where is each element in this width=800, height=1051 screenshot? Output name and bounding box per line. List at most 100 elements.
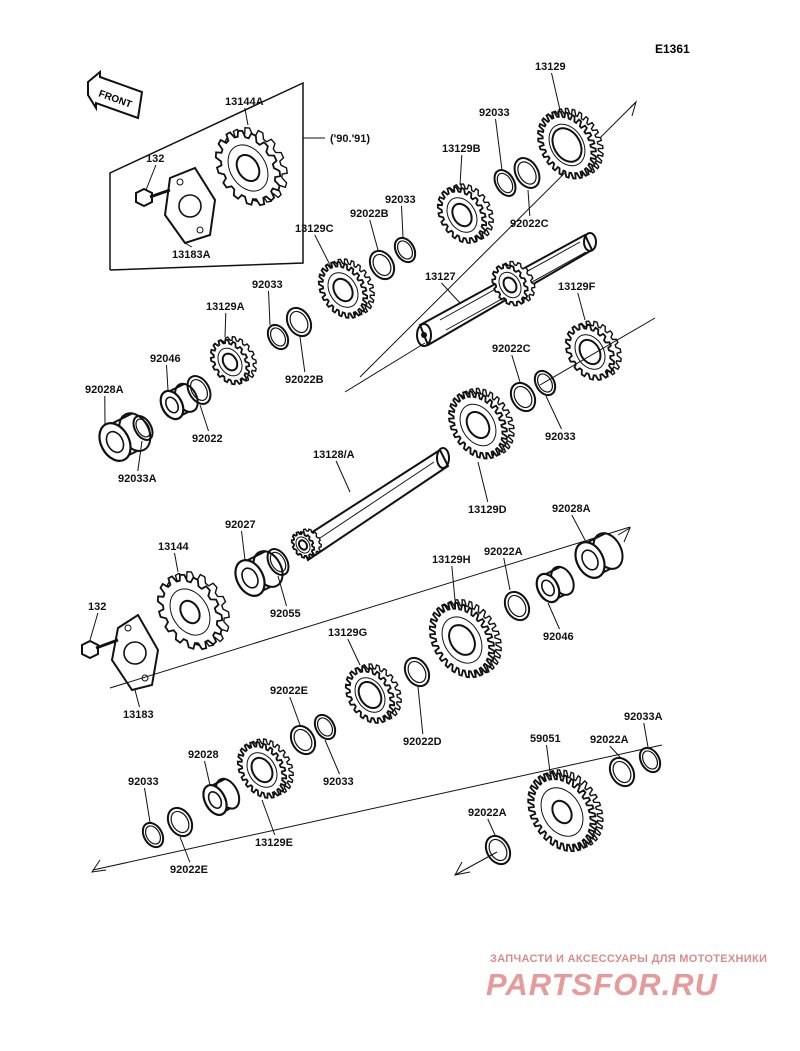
leader-line: [200, 405, 209, 431]
bolt-132-a: [136, 189, 170, 206]
leader-line: [242, 531, 246, 560]
part-label-92022a: 92022: [192, 433, 223, 445]
part-label-92046a: 92046: [150, 353, 181, 365]
leader-line: [496, 119, 503, 170]
part-label-13183: 13183: [123, 709, 154, 721]
washer-92033A-right: [636, 744, 665, 776]
variant-box: [110, 83, 325, 270]
part-label-13128a: 13128/A: [313, 449, 355, 461]
leader-line: [547, 745, 551, 772]
part-label-92022c-top: 92022C: [510, 218, 549, 230]
bearing-92028: [199, 775, 244, 819]
leader-line: [90, 613, 98, 640]
part-label-132b: 132: [88, 601, 106, 613]
leader-line: [135, 690, 140, 707]
gear-13129H: [430, 600, 501, 677]
part-label-92033b: 92033: [385, 194, 416, 206]
leader-line: [644, 723, 648, 747]
leader-line: [336, 461, 350, 492]
part-label-13129a: 13129A: [206, 301, 245, 313]
leader-line: [504, 558, 510, 590]
leader-line: [528, 190, 530, 216]
part-label-13129f: 13129F: [558, 281, 596, 293]
shaft-13128A: [110, 448, 630, 688]
part-label-92028a-left: 92028A: [85, 384, 124, 396]
part-label-92033c: 92033: [252, 279, 283, 291]
leader-line: [175, 553, 179, 572]
part-label-92022a-a: 92022A: [484, 546, 523, 558]
leader-line: [546, 396, 562, 429]
part-label-92033e: 92033: [323, 776, 354, 788]
gear-13129A: [211, 337, 256, 385]
part-label-59051: 59051: [530, 733, 561, 745]
cover-plate-13183: [112, 615, 158, 690]
part-label-92027: 92027: [225, 519, 256, 531]
washer-92022A-b: [605, 754, 639, 791]
part-label-92055: 92055: [270, 608, 301, 620]
year-note: ('90.'91): [330, 133, 370, 145]
part-label-13129: 13129: [535, 61, 566, 73]
part-label-92022a-c: 92022A: [468, 807, 507, 819]
part-label-92022e-a: 92022E: [270, 685, 308, 697]
leader-line: [315, 235, 330, 265]
part-label-92022e-b: 92022E: [170, 864, 208, 876]
gear-13129C: [319, 259, 374, 318]
leader-line: [205, 761, 211, 785]
part-label-13129e: 13129E: [255, 837, 293, 849]
part-label-13127: 13127: [425, 271, 456, 283]
part-label-92022b-b: 92022B: [285, 374, 324, 386]
leader-line: [418, 687, 423, 734]
washer-92033-b: [391, 234, 420, 266]
diagram-code: E1361: [655, 42, 690, 56]
leader-line: [185, 243, 192, 247]
part-label-92033a: 92033: [479, 107, 510, 119]
washer-92022E-b: [163, 804, 197, 841]
leader-line: [325, 740, 340, 774]
part-label-92046b: 92046: [543, 631, 574, 643]
leader-line: [548, 603, 560, 629]
leader-line: [145, 788, 151, 822]
leader-line: [300, 337, 305, 372]
part-label-92033a-right: 92033A: [624, 711, 663, 723]
gear-13129B: [438, 184, 493, 243]
leader-line: [269, 291, 271, 325]
gear-13129G: [346, 664, 401, 723]
part-label-13129c: 13129C: [295, 223, 334, 235]
part-label-13144a: 13144A: [225, 96, 264, 108]
washer-92033-d: [531, 367, 560, 399]
cover-plate-13183A: [165, 168, 215, 243]
washer-92022A-a: [500, 588, 534, 625]
part-label-13183a: 13183A: [172, 249, 211, 261]
part-label-92033d: 92033: [545, 431, 576, 443]
part-label-13129d: 13129D: [468, 504, 507, 516]
gear-13129: [538, 109, 603, 179]
leader-line: [460, 155, 462, 185]
leader-line: [512, 355, 520, 382]
leader-line: [348, 639, 360, 665]
part-label-13144: 13144: [158, 541, 189, 553]
watermark-subtitle: ЗАПЧАСТИ И АКСЕССУАРЫ ДЛЯ МОТОТЕХНИКИ: [490, 953, 767, 965]
leader-line: [146, 165, 156, 190]
part-label-92033a-left: 92033A: [118, 473, 157, 485]
leader-line: [552, 73, 561, 110]
gear-13129F: [566, 321, 621, 380]
leader-line: [370, 220, 378, 250]
front-arrow-icon: FRONT: [88, 72, 142, 118]
part-labels: 13144A13213183A131299203313129B92022C920…: [85, 61, 663, 876]
part-label-13129h: 13129H: [432, 554, 471, 566]
part-label-13129g: 13129G: [328, 627, 367, 639]
gear-13129D: [449, 389, 514, 459]
bearing-92028A-right: [570, 528, 629, 583]
watermark-logo: PARTSFOR.RU: [486, 967, 719, 1002]
part-label-92033f: 92033: [128, 776, 159, 788]
leader-line: [452, 566, 455, 600]
sprocket-13144A: [216, 128, 287, 205]
part-label-92022b-a: 92022B: [350, 208, 389, 220]
part-label-132a: 132: [146, 153, 164, 165]
part-label-92028a-right: 92028A: [552, 503, 591, 515]
part-label-92022a-b: 92022A: [590, 734, 629, 746]
bearing-92046-b: [532, 563, 578, 606]
washer-92022D: [400, 654, 434, 691]
part-label-92028: 92028: [188, 749, 219, 761]
